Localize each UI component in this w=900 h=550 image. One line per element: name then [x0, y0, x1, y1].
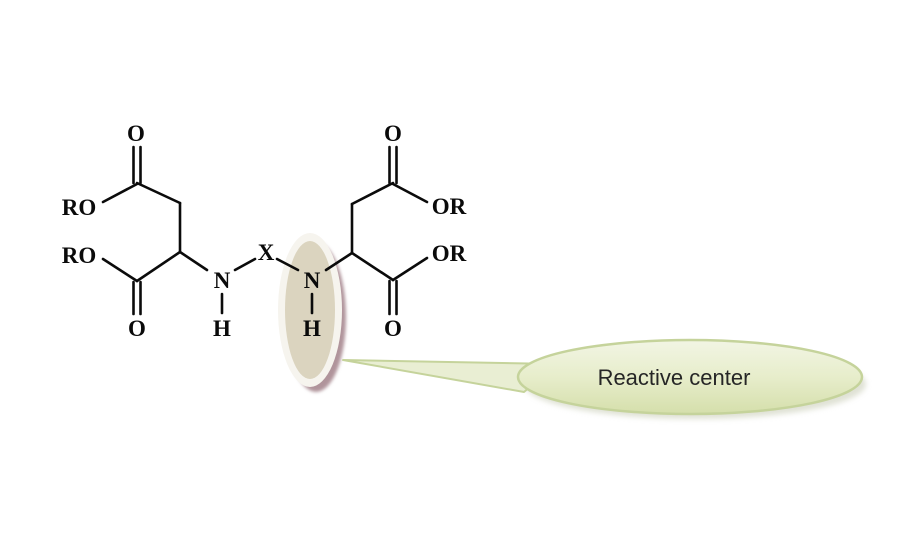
- bond: [391, 182, 429, 204]
- atom-label-o-bottom-left: O: [128, 316, 146, 341]
- molecule-bonds: [101, 145, 429, 316]
- atom-label-or-lower-right: OR: [432, 241, 467, 266]
- bond: [391, 256, 429, 282]
- atom-label-ro-lower-left: RO: [62, 243, 97, 268]
- bond: [350, 251, 395, 282]
- bond: [101, 182, 139, 204]
- highlight-inner-ellipse: [285, 241, 335, 379]
- bond: [275, 257, 300, 272]
- bond: [178, 250, 209, 272]
- atom-label-n-left: N: [214, 268, 231, 293]
- atom-label-o-bottom-right: O: [384, 316, 402, 341]
- reactive-center-callout: Reactive center: [342, 338, 866, 419]
- bond: [101, 257, 139, 283]
- molecule-atom-labels: O RO RO O N H X N H O OR OR O: [62, 121, 467, 341]
- bond: [135, 250, 182, 283]
- atom-label-ro-upper-left: RO: [62, 195, 97, 220]
- reactive-center-highlight: [278, 233, 346, 392]
- bond: [135, 181, 182, 205]
- atom-label-or-upper-right: OR: [432, 194, 467, 219]
- atom-label-o-top-left: O: [127, 121, 145, 146]
- atom-label-h-left: H: [213, 316, 231, 341]
- atom-label-h-right: H: [303, 316, 321, 341]
- atom-label-o-top-right: O: [384, 121, 402, 146]
- bond: [350, 181, 395, 206]
- callout-label: Reactive center: [598, 365, 751, 390]
- atom-label-x-linker: X: [258, 240, 275, 265]
- atom-label-n-right: N: [304, 268, 321, 293]
- bond: [233, 257, 257, 272]
- bond: [324, 251, 354, 272]
- callout-ellipse: [516, 338, 864, 416]
